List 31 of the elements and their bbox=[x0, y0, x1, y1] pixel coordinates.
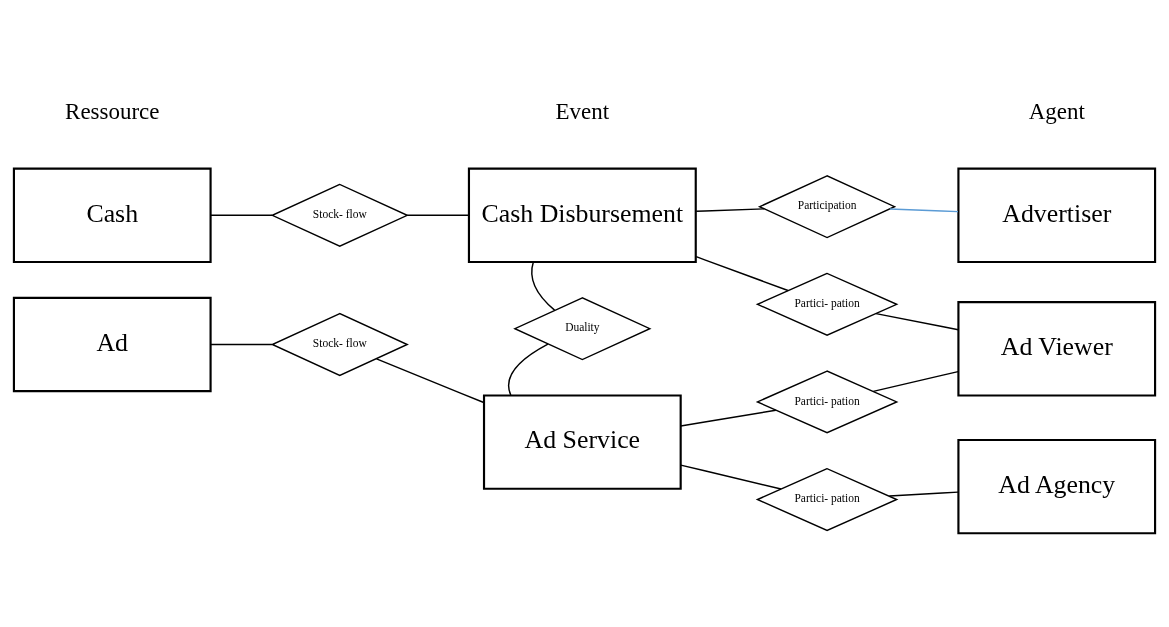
connector bbox=[406, 214, 470, 216]
node-box: Ad Service bbox=[482, 393, 682, 490]
connector bbox=[889, 207, 959, 212]
node-diamond: Stock- flow bbox=[270, 183, 409, 247]
node-box: Cash Disbursement bbox=[467, 167, 697, 263]
connector bbox=[210, 343, 273, 345]
node-box: Ad bbox=[12, 296, 212, 392]
node-diamond: Stock- flow bbox=[270, 312, 409, 376]
node-diamond: Partici- pation bbox=[755, 272, 899, 336]
node-diamond: Participation bbox=[757, 174, 897, 238]
label: Agent bbox=[1028, 98, 1085, 124]
connector bbox=[872, 370, 959, 392]
connector bbox=[531, 260, 556, 311]
connector bbox=[888, 490, 959, 497]
label: Event bbox=[555, 98, 610, 124]
node-box: Cash bbox=[12, 167, 212, 263]
connector bbox=[210, 214, 273, 216]
connector bbox=[875, 312, 959, 330]
node-diamond: Duality bbox=[513, 296, 652, 360]
connector bbox=[695, 255, 789, 291]
node-box: Advertiser bbox=[957, 167, 1157, 263]
connector bbox=[680, 408, 777, 427]
connector bbox=[375, 357, 485, 403]
node-box: Ad Agency bbox=[957, 438, 1157, 534]
label: Ressource bbox=[65, 98, 160, 124]
connector bbox=[680, 463, 782, 490]
node-diamond: Partici- pation bbox=[755, 467, 899, 531]
connector bbox=[695, 207, 765, 212]
connector bbox=[507, 342, 549, 396]
node-box: Ad Viewer bbox=[957, 300, 1157, 397]
node-diamond: Partici- pation bbox=[755, 369, 899, 434]
